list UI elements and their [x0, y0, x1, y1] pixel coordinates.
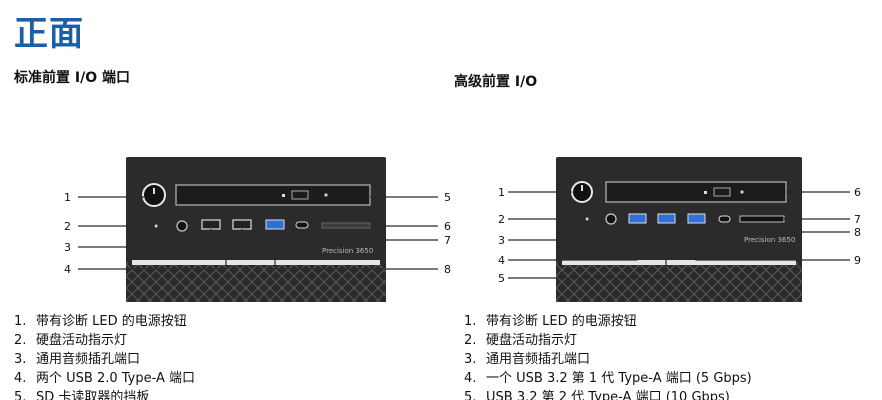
chassis — [556, 157, 802, 302]
callout-lines — [508, 191, 850, 279]
hdd-activity-led — [154, 224, 158, 228]
list-item: 2.硬盘活动指示灯 — [14, 333, 128, 348]
audio-jack — [605, 213, 617, 225]
usb2-port-1 — [201, 219, 221, 230]
usb3-port — [265, 219, 285, 230]
advanced-io-title: 高级前置 I/O — [454, 74, 538, 90]
callout-4: 4 — [498, 254, 505, 267]
power-button — [142, 183, 166, 207]
usb3-gen2-port-2 — [687, 213, 706, 224]
callout-7: 7 — [854, 213, 861, 226]
usb2-port-2 — [232, 219, 252, 230]
sd-card-reader — [739, 215, 785, 223]
callout-lines — [78, 196, 438, 270]
callout-8: 8 — [854, 226, 861, 239]
callout-7: 7 — [444, 234, 451, 247]
callout-8: 8 — [444, 263, 451, 276]
list-item: 2.硬盘活动指示灯 — [464, 333, 578, 348]
callout-3: 3 — [64, 241, 71, 254]
callout-6: 6 — [444, 220, 451, 233]
callout-1: 1 — [64, 191, 71, 204]
chassis — [126, 157, 386, 302]
list-item: 4.一个 USB 3.2 第 1 代 Type-A 端口 (5 Gbps) — [464, 371, 752, 386]
optical-drive-bay — [605, 181, 787, 203]
usb-c-port — [718, 215, 731, 223]
list-item: 3.通用音频插孔端口 — [14, 352, 141, 367]
callout-4: 4 — [64, 263, 71, 276]
usb3-gen1-port — [628, 213, 647, 224]
model-label: Precision 3650 — [744, 236, 795, 244]
standard-io-title: 标准前置 I/O 端口 — [14, 70, 130, 86]
standard-front-panel-figure: Precision 3650 1 2 3 4 5 6 7 8 — [60, 150, 460, 302]
list-item: 3.通用音频插孔端口 — [464, 352, 591, 367]
advanced-port-list: 1.带有诊断 LED 的电源按钮 2.硬盘活动指示灯 3.通用音频插孔端口 4.… — [464, 312, 752, 400]
callout-9: 9 — [854, 254, 861, 267]
audio-jack — [176, 220, 188, 232]
list-item: 4.两个 USB 2.0 Type-A 端口 — [14, 371, 196, 386]
callout-1: 1 — [498, 186, 505, 199]
callout-6: 6 — [854, 186, 861, 199]
callout-2: 2 — [64, 220, 71, 233]
callout-3: 3 — [498, 234, 505, 247]
usb3-gen2-port-1 — [657, 213, 676, 224]
callout-5: 5 — [498, 272, 505, 285]
list-item: 5.USB 3.2 第 2 代 Type-A 端口 (10 Gbps) — [464, 390, 730, 400]
hdd-activity-led — [585, 217, 589, 221]
page-title: 正面 — [14, 14, 84, 54]
list-item: 1.带有诊断 LED 的电源按钮 — [464, 314, 637, 329]
advanced-front-panel-figure: Precision 3650 1 2 3 4 5 6 7 8 — [490, 150, 880, 302]
sd-slot-cover — [321, 222, 371, 229]
callout-5: 5 — [444, 191, 451, 204]
optical-drive-bay — [175, 184, 371, 206]
power-button — [571, 181, 593, 203]
callout-2: 2 — [498, 213, 505, 226]
model-label: Precision 3650 — [322, 247, 373, 255]
usb-c-port — [295, 221, 309, 229]
standard-port-list: 1.带有诊断 LED 的电源按钮 2.硬盘活动指示灯 3.通用音频插孔端口 4.… — [14, 312, 195, 400]
list-item: 5.SD 卡读取器的挡板 — [14, 390, 150, 400]
list-item: 1.带有诊断 LED 的电源按钮 — [14, 314, 187, 329]
